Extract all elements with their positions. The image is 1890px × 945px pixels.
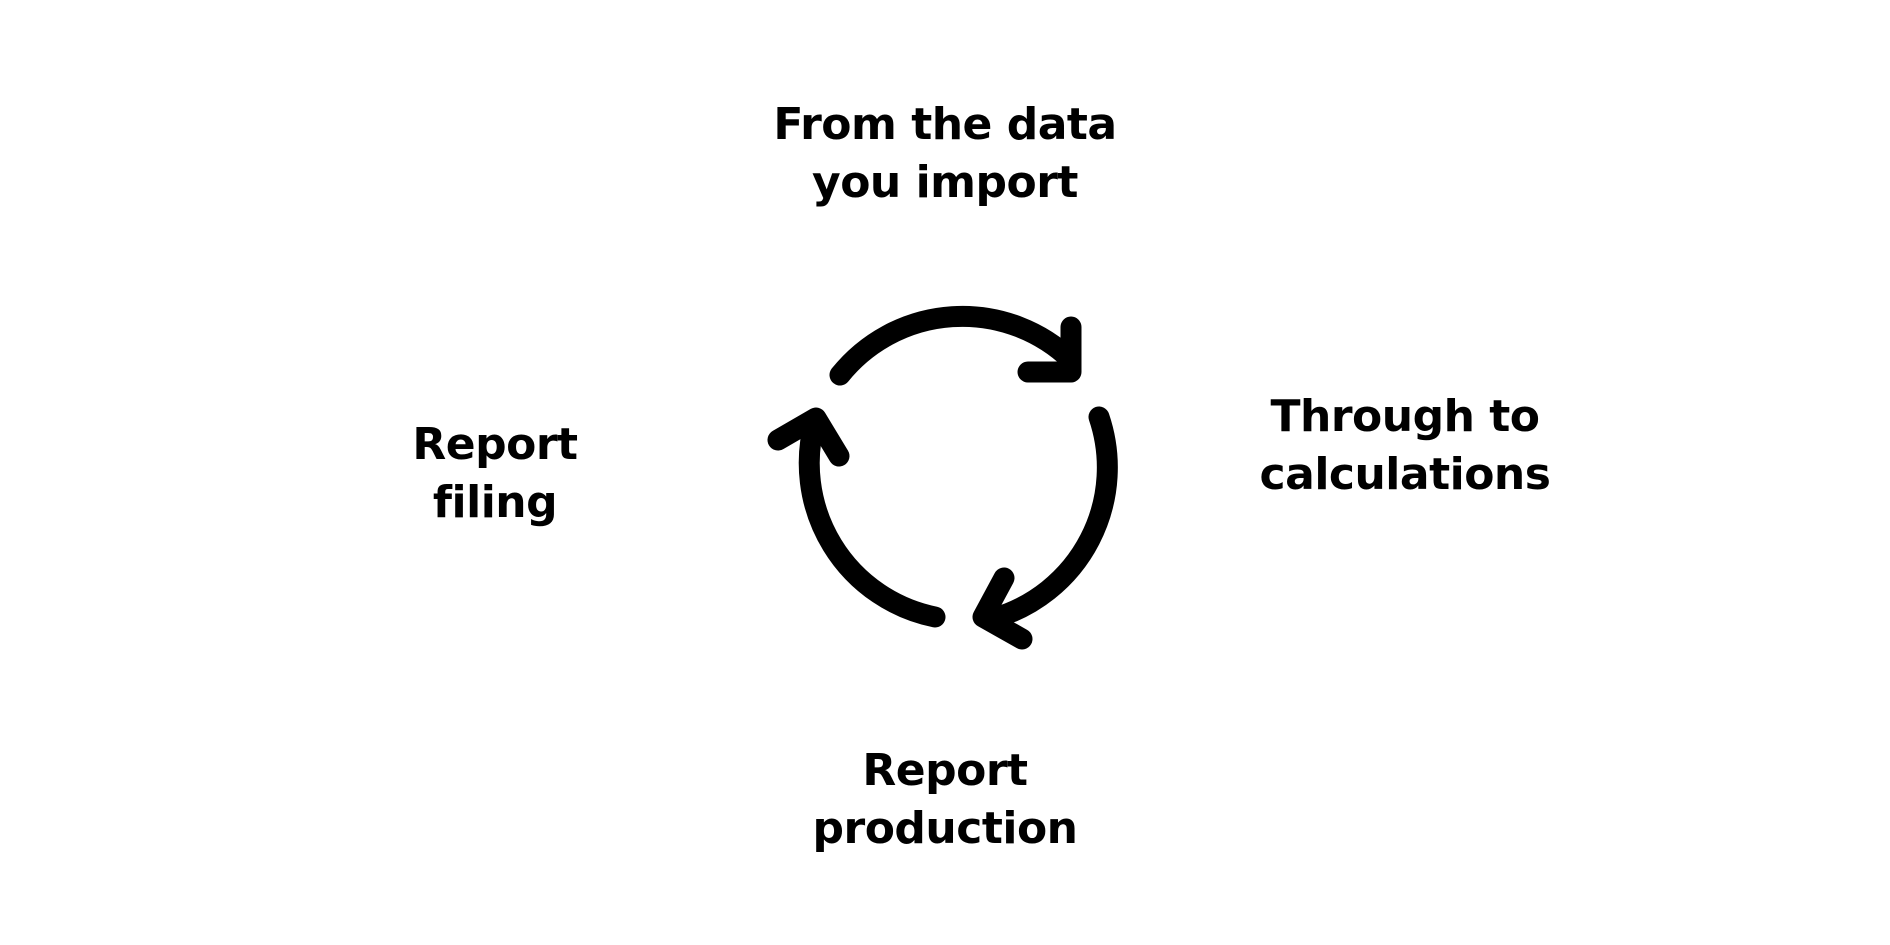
step-label-report-filing: Report filing [365, 416, 625, 532]
step-label-report-production-line1: Report [862, 745, 1028, 796]
cycle-arrowhead-top [1017, 316, 1082, 383]
step-label-import: From the data you import [745, 96, 1145, 212]
step-label-report-production-line2: production [812, 803, 1079, 854]
step-label-calculations-line2: calculations [1259, 449, 1551, 500]
step-label-import-line1: From the data [773, 99, 1117, 150]
step-label-report-filing-line1: Report [412, 419, 578, 470]
cycle-arrow-top [829, 305, 1082, 386]
cycle-arrowhead-right [972, 567, 1033, 650]
step-label-import-line2: you import [812, 157, 1078, 208]
cycle-arrowhead-left [767, 407, 850, 467]
step-label-report-filing-line2: filing [432, 477, 558, 528]
cycle-arrow-left [798, 410, 946, 628]
cycle-arrow-right [984, 406, 1118, 629]
step-label-calculations: Through to calculations [1240, 388, 1570, 504]
step-label-calculations-line1: Through to [1270, 391, 1541, 442]
step-label-report-production: Report production [780, 742, 1110, 858]
